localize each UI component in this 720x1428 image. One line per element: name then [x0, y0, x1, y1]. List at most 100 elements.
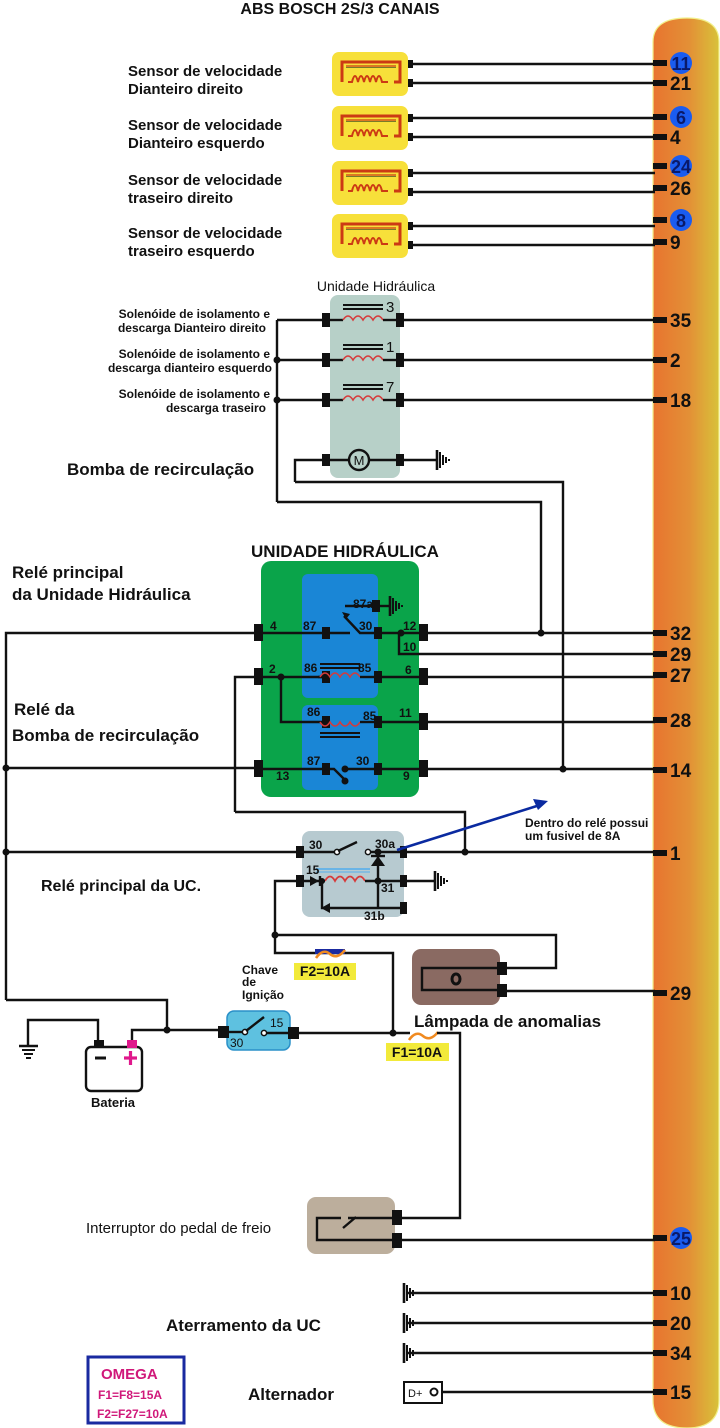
uc-grounding: Aterramento da UC — [166, 1281, 655, 1365]
terminal-31: 31 — [381, 881, 395, 895]
ground-icon — [435, 448, 451, 472]
connector-pin: 34 — [653, 1344, 692, 1365]
pin-number: 32 — [670, 624, 691, 645]
pump-label: Bomba de recirculação — [67, 460, 254, 479]
lamp-label: Lâmpada de anomalias — [414, 1012, 601, 1031]
pin-number: 27 — [670, 666, 691, 687]
highlight-pin-marker — [670, 106, 692, 128]
pin-number: 8 — [676, 211, 686, 231]
arrow-icon — [533, 799, 548, 810]
terminal-31b: 31b — [364, 909, 385, 923]
pump-relay-label-1: Relé da — [14, 700, 75, 719]
terminal-2: 2 — [269, 662, 276, 676]
solenoid-number: 1 — [386, 339, 394, 356]
connector-pin: 29 — [653, 984, 691, 1005]
ground-icon — [19, 1044, 38, 1059]
terminal-30b: 30 — [356, 754, 370, 768]
motor-symbol: M — [354, 453, 365, 468]
battery-icon — [84, 1045, 144, 1093]
hydraulic-unit-title: Unidade Hidráulica — [317, 278, 436, 294]
terminal-11: 11 — [399, 706, 412, 720]
highlight-pin-marker — [670, 209, 692, 231]
connector-pin: 21 — [653, 74, 692, 95]
pin-number: 24 — [671, 157, 691, 177]
connector-pin: 27 — [653, 666, 691, 687]
pin-number: 29 — [670, 984, 691, 1005]
pin-number: 29 — [670, 645, 691, 666]
diagram-title: ABS BOSCH 2S/3 CANAIS — [240, 1, 439, 18]
highlight-pin-marker — [670, 155, 692, 177]
terminal-30-uc: 30 — [309, 838, 323, 852]
terminal-87b: 87 — [307, 754, 321, 768]
sensor-label-1: Sensor de velocidade — [128, 172, 282, 189]
connector-pin: 29 — [653, 645, 691, 666]
pin-number: 1 — [670, 844, 681, 865]
grounding-label: Aterramento da UC — [166, 1316, 321, 1335]
omega-fuse-box: OMEGA F1=F8=15A F2=F27=10A — [86, 1355, 186, 1425]
terminal-86b: 86 — [307, 705, 321, 719]
terminal-30: 30 — [359, 619, 373, 633]
solenoid-label-1: Solenóide de isolamento e — [119, 387, 271, 401]
pin-number: 18 — [670, 391, 691, 412]
pin-number: 6 — [676, 108, 686, 128]
fuse-f2-icon — [314, 949, 347, 959]
pin-number: 2 — [670, 351, 681, 372]
pump-relay-label-2: Bomba de recirculação — [12, 726, 199, 745]
terminal-85b: 85 — [363, 709, 377, 723]
sensor-label-1: Sensor de velocidade — [128, 117, 282, 134]
connector-pin: 9 — [653, 233, 681, 254]
brake-switch-label: Interruptor do pedal de freio — [86, 1220, 271, 1237]
connector-pin: 8 — [653, 209, 692, 231]
uc-main-relay: 30 30a 15 31 31b Relé principal da UC. D… — [2, 799, 655, 935]
fuse-f2-label: F2=10A — [300, 963, 350, 979]
alternator: D+ Alternador — [248, 1381, 655, 1404]
sensor-label-1: Sensor de velocidade — [128, 225, 282, 242]
sensor-label-2: Dianteiro direito — [128, 81, 243, 98]
ignition-label-1: Chave — [242, 963, 278, 977]
relay-block-title: UNIDADE HIDRÁULICA — [251, 542, 439, 561]
brake-switch: Interruptor do pedal de freio — [86, 1197, 655, 1254]
pin-number: 35 — [670, 311, 692, 332]
alternator-terminal: D+ — [408, 1388, 422, 1400]
terminal-4: 4 — [270, 619, 277, 633]
ignition-label-3: Ignição — [242, 988, 284, 1002]
solenoid-number: 3 — [386, 299, 394, 316]
solenoid-label-1: Solenóide de isolamento e — [119, 307, 271, 321]
solenoid-number: 7 — [386, 379, 394, 396]
solenoid-coil-icon — [342, 395, 384, 402]
omega-title: OMEGA — [101, 1366, 158, 1383]
connector-pin: 4 — [653, 128, 681, 149]
ignition-label-2: de — [242, 975, 256, 989]
relay-block: UNIDADE HIDRÁULICA Relé principal da Uni… — [2, 542, 655, 1000]
connector-pin: 18 — [653, 391, 691, 412]
terminal-87a: 87a — [353, 597, 373, 611]
main-relay-label-2: da Unidade Hidráulica — [12, 585, 191, 604]
omega-line-1: F1=F8=15A — [98, 1388, 162, 1402]
ign-terminal-30: 30 — [230, 1036, 244, 1050]
terminal-15-uc: 15 — [306, 863, 320, 877]
terminal-85: 85 — [358, 661, 372, 675]
solenoid-label-2: descarga traseiro — [166, 401, 266, 415]
highlight-pin-marker — [670, 52, 692, 74]
terminal-87: 87 — [303, 619, 317, 633]
terminal-13: 13 — [276, 769, 290, 783]
pin-number: 28 — [670, 711, 691, 732]
sensor-label-2: Dianteiro esquerdo — [128, 135, 265, 152]
sensor-coil-icon — [330, 212, 410, 260]
pin-number: 15 — [670, 1383, 692, 1404]
terminal-30a: 30a — [375, 837, 395, 851]
pin-number: 34 — [670, 1344, 692, 1365]
terminal-12: 12 — [403, 619, 417, 633]
uc-relay-label: Relé principal da UC. — [41, 878, 201, 895]
